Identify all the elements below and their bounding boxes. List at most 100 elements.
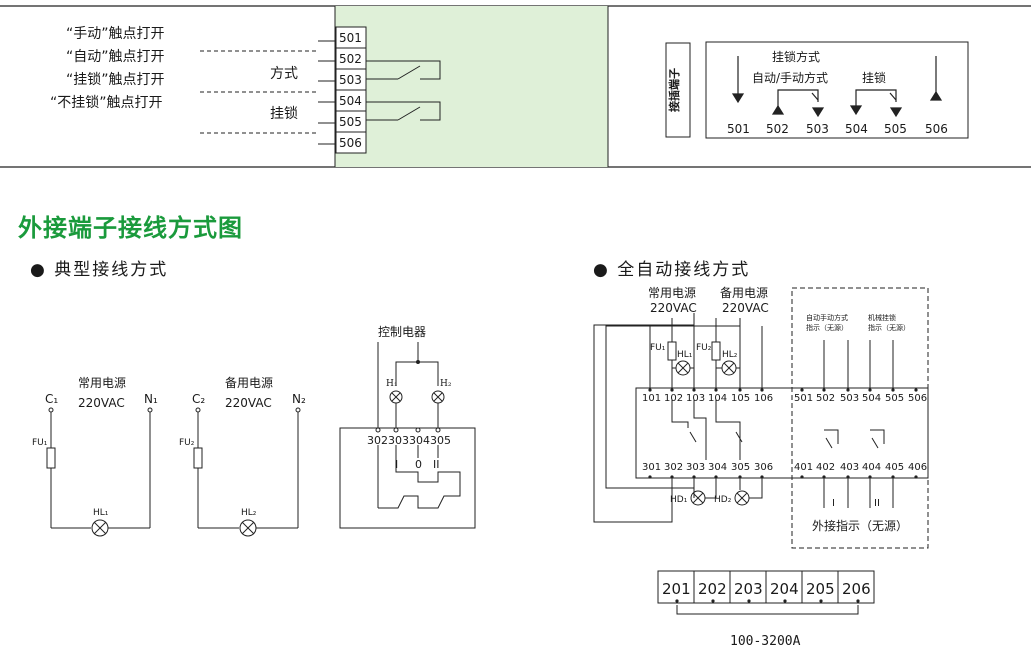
auto-top-105: 105	[731, 393, 750, 404]
typ-terminal-305: 305	[430, 434, 451, 447]
typ-normal-power: 常用电源	[78, 376, 126, 390]
lock-label-right: 挂锁	[862, 70, 886, 85]
auto-ext-pos-2: II	[874, 498, 880, 509]
auto-bot-401: 401	[794, 462, 813, 473]
mech-lock-2: 指示（无源）	[868, 323, 910, 332]
right-terminal-502: 502	[766, 122, 789, 136]
auto-voltage1: 220VAC	[650, 301, 697, 315]
auto-bot-301: 301	[642, 462, 661, 473]
auto-top-501: 501	[794, 393, 813, 404]
auto-hd2: HD₂	[714, 495, 732, 505]
auto-ext-pos-1: I	[832, 498, 835, 509]
auto-hl1: HL₁	[677, 350, 693, 360]
typ-backup-power: 备用电源	[225, 376, 273, 390]
right-terminal-506: 506	[925, 122, 948, 136]
auto-bot-305: 305	[731, 462, 750, 473]
range-terminal-202: 202	[698, 580, 727, 598]
typ-c2: C₂	[192, 392, 205, 406]
typ-voltage2: 220VAC	[225, 396, 272, 410]
range-label: 100-3200A	[730, 634, 801, 649]
auto-manual-indicator-2: 指示（无源）	[806, 323, 848, 332]
auto-manual-indicator: 自动手动方式	[806, 313, 848, 322]
auto-hl2: HL₂	[722, 350, 738, 360]
top-terminal-501: 501	[339, 31, 362, 45]
auto-ext-indicator: 外接指示（无源）	[812, 518, 908, 533]
auto-bot-303: 303	[686, 462, 705, 473]
typ-terminal-303: 303	[388, 434, 409, 447]
typ-fu1: FU₁	[32, 438, 48, 448]
typ-h2: H₂	[440, 379, 452, 389]
right-terminal-504: 504	[845, 122, 868, 136]
top-terminal-503: 503	[339, 73, 362, 87]
contact-label-auto: “自动”触点打开	[66, 48, 165, 65]
typ-control-device: 控制电器	[378, 325, 426, 339]
typ-c1: C₁	[45, 392, 58, 406]
typ-terminal-304: 304	[409, 434, 430, 447]
terminal-diagram-box	[705, 41, 969, 139]
auto-fu2: FU₂	[696, 343, 712, 353]
range-terminal-204: 204	[770, 580, 799, 598]
auto-bot-405: 405	[885, 462, 904, 473]
typ-terminal-302: 302	[367, 434, 388, 447]
auto-bot-404: 404	[862, 462, 881, 473]
range-terminal-201: 201	[662, 580, 691, 598]
typ-hl2: HL₂	[241, 508, 257, 518]
range-terminal-205: 205	[806, 580, 835, 598]
auto-fu1: FU₁	[650, 343, 666, 353]
top-terminal-504: 504	[339, 94, 362, 108]
auto-top-104: 104	[708, 393, 727, 404]
top-terminal-506: 506	[339, 136, 362, 150]
range-terminal-203: 203	[734, 580, 763, 598]
auto-normal-power: 常用电源	[648, 286, 696, 300]
auto-bot-304: 304	[708, 462, 727, 473]
contact-label-nolock: “不挂锁”触点打开	[50, 94, 163, 111]
contact-label-manual: “手动”触点打开	[66, 25, 165, 42]
auto-title: ● 全自动接线方式	[593, 260, 751, 280]
typ-pos-0: 0	[415, 458, 422, 471]
auto-bot-302: 302	[664, 462, 683, 473]
lock-mode-label: 挂锁方式	[772, 49, 820, 64]
right-terminal-505: 505	[884, 122, 907, 136]
contact-label-lock: “挂锁”触点打开	[66, 71, 165, 88]
auto-top-504: 504	[862, 393, 881, 404]
right-terminal-503: 503	[806, 122, 829, 136]
auto-manual-label: 自动/手动方式	[752, 70, 828, 85]
typ-n1: N₁	[144, 392, 158, 406]
typ-n2: N₂	[292, 392, 306, 406]
auto-top-506: 506	[908, 393, 927, 404]
typ-pos-1: I	[395, 458, 398, 471]
auto-bot-402: 402	[816, 462, 835, 473]
typ-hl1: HL₁	[93, 508, 109, 518]
mech-lock: 机械挂锁	[868, 313, 896, 322]
auto-top-102: 102	[664, 393, 683, 404]
typ-pos-2: II	[433, 458, 440, 471]
typ-h1: H₁	[386, 379, 397, 389]
auto-top-101: 101	[642, 393, 661, 404]
mode-label: 方式	[270, 66, 298, 82]
auto-bot-403: 403	[840, 462, 859, 473]
side-label: 接插端子	[667, 68, 681, 112]
range-terminal-206: 206	[842, 580, 871, 598]
auto-hd1: HD₁	[670, 495, 688, 505]
right-terminal-501: 501	[727, 122, 750, 136]
auto-bot-306: 306	[754, 462, 773, 473]
green-panel	[335, 6, 608, 167]
auto-bot-406: 406	[908, 462, 927, 473]
auto-top-502: 502	[816, 393, 835, 404]
auto-top-106: 106	[754, 393, 773, 404]
auto-backup-power: 备用电源	[720, 286, 768, 300]
auto-top-503: 503	[840, 393, 859, 404]
auto-top-505: 505	[885, 393, 904, 404]
auto-voltage2: 220VAC	[722, 301, 769, 315]
top-terminal-505: 505	[339, 115, 362, 129]
typical-title: ● 典型接线方式	[30, 260, 169, 280]
auto-top-103: 103	[686, 393, 705, 404]
top-terminal-502: 502	[339, 52, 362, 66]
side-label-box	[665, 42, 691, 138]
section-title: 外接端子接线方式图	[18, 214, 243, 242]
typ-voltage1: 220VAC	[78, 396, 125, 410]
lock-label: 挂锁	[270, 106, 298, 122]
